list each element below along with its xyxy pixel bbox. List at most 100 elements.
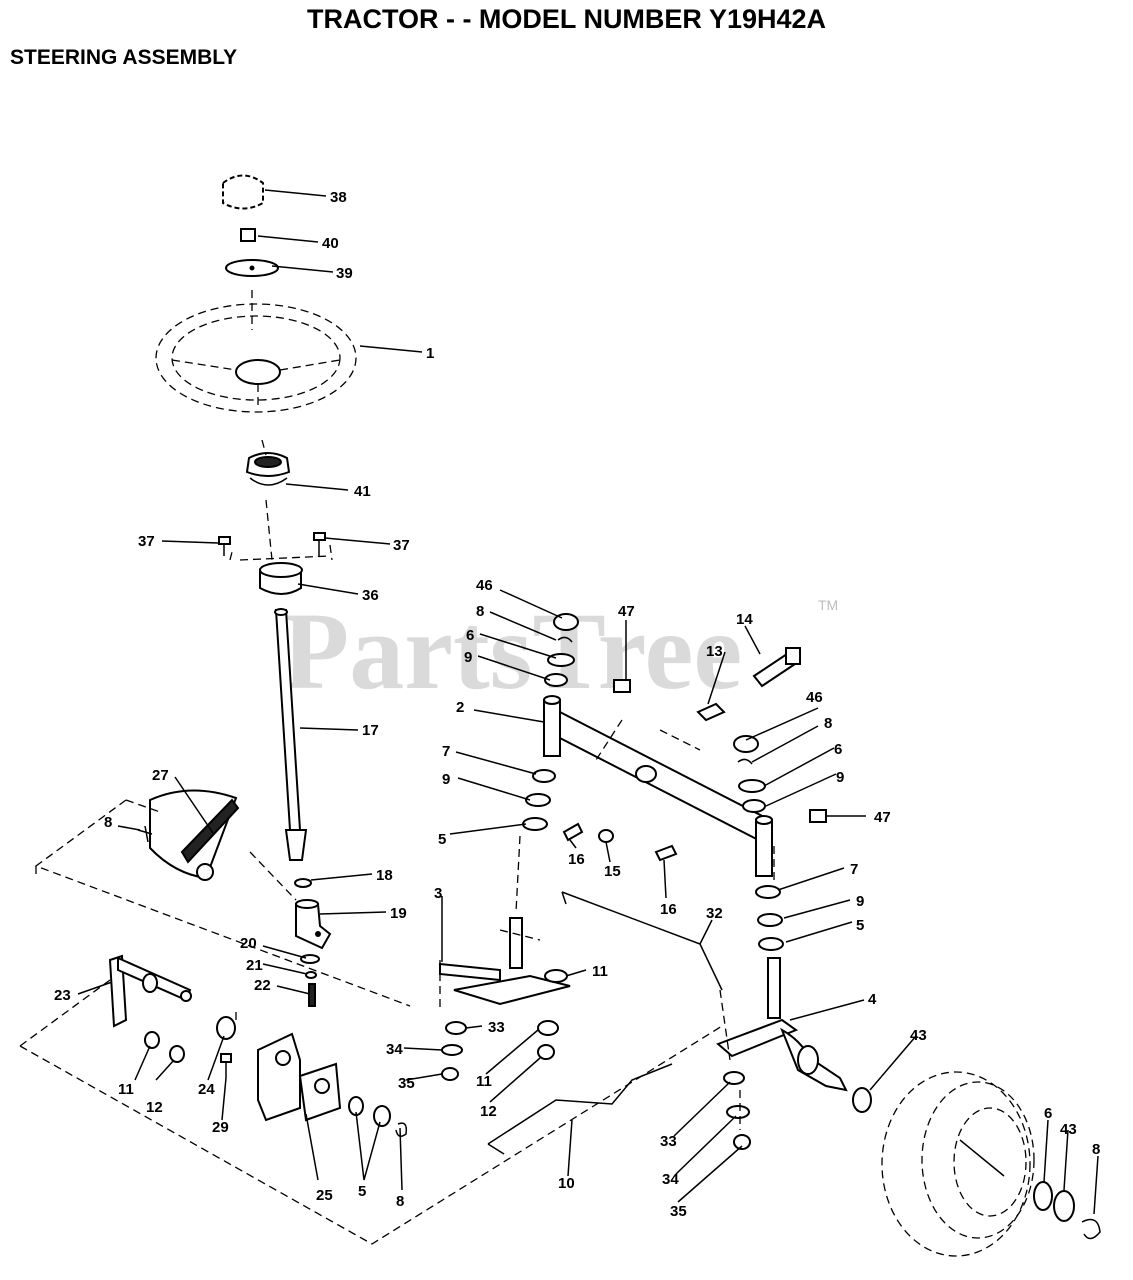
callout-40: 40 [322, 235, 339, 252]
callout-11-upper: 11 [592, 963, 608, 980]
bolt-37-left [218, 536, 231, 556]
callout-14: 14 [736, 611, 753, 628]
bolt-22 [308, 983, 316, 1007]
washer-7-left [532, 769, 556, 783]
washer-11-upper [544, 969, 568, 983]
callout-22: 22 [254, 977, 271, 994]
spindle-4 [716, 957, 848, 1092]
callout-6-left: 6 [466, 627, 474, 644]
washer-9-right-lower [757, 913, 783, 927]
cap-46-left [553, 613, 579, 631]
washer-33-right [723, 1071, 745, 1085]
callout-3: 3 [434, 885, 442, 902]
watermark-trademark: TM [818, 597, 838, 613]
steering-cap-38 [222, 174, 264, 210]
callout-10: 10 [558, 1175, 575, 1192]
callout-24: 24 [198, 1081, 215, 1098]
pivot-arm-23 [108, 954, 192, 1028]
callout-33-right: 33 [660, 1133, 677, 1150]
callout-39: 39 [336, 265, 353, 282]
washer-33-left [445, 1021, 467, 1035]
washer-18 [294, 878, 312, 888]
callout-21: 21 [246, 957, 263, 974]
callout-12-mid: 12 [480, 1103, 497, 1120]
washer-9-left [544, 673, 568, 687]
column-bushing-36 [229, 544, 333, 595]
nut-11-mid [537, 1020, 559, 1036]
steering-adapter-41 [245, 452, 291, 486]
washer-6-right [738, 779, 766, 793]
callout-34-left: 34 [386, 1041, 403, 1058]
tie-rod-10 [487, 1063, 673, 1155]
cap-46-right [733, 735, 759, 753]
callout-47-right: 47 [874, 809, 891, 826]
nut-15 [598, 829, 614, 843]
nut-11-left [144, 1031, 160, 1049]
pin-16-left [562, 822, 584, 842]
callout-13: 13 [706, 643, 723, 660]
steering-shaft-17 [274, 608, 308, 861]
grease-fitting-47-left [613, 679, 631, 693]
callout-46-left: 46 [476, 577, 493, 594]
callout-2: 2 [456, 699, 464, 716]
callout-16-right: 16 [660, 901, 677, 918]
nut-35-left [441, 1067, 459, 1081]
callout-11-left: 11 [118, 1081, 134, 1098]
callout-19: 19 [390, 905, 407, 922]
callout-25: 25 [316, 1187, 333, 1204]
callout-32: 32 [706, 905, 723, 922]
callout-34-right: 34 [662, 1171, 679, 1188]
washers-5-bracket [348, 1096, 391, 1127]
callout-5-right-lower: 5 [856, 917, 864, 934]
nut-21 [305, 971, 317, 979]
callout-33-left: 33 [488, 1019, 505, 1036]
callout-37-right: 37 [393, 537, 410, 554]
bolt-29 [220, 1053, 232, 1078]
washer-43-axle [852, 1087, 872, 1113]
callout-7-left: 7 [442, 743, 450, 760]
front-axle-main [543, 695, 773, 877]
callout-11-mid: 11 [476, 1073, 492, 1090]
callout-46-right: 46 [806, 689, 823, 706]
washer-12-mid [537, 1044, 555, 1060]
callout-9-right: 9 [836, 769, 844, 786]
clip-8-right [737, 758, 753, 765]
section-subtitle: STEERING ASSEMBLY [10, 46, 238, 69]
callout-43-axle: 43 [910, 1027, 927, 1044]
front-wheel [881, 1071, 1035, 1257]
callout-16-left: 16 [568, 851, 585, 868]
steering-washer-39 [225, 259, 279, 277]
washer-5-right-lower [758, 937, 784, 951]
callout-8-gear: 8 [104, 814, 112, 831]
bracket-25 [257, 1032, 342, 1122]
grease-fitting-47-right [809, 809, 827, 823]
washer-43-wheel [1053, 1190, 1075, 1222]
washer-34-left [441, 1044, 463, 1056]
callout-8-wheel: 8 [1092, 1141, 1100, 1158]
callout-8-left: 8 [476, 603, 484, 620]
callout-41: 41 [354, 483, 371, 500]
callout-5-left-lower: 5 [438, 831, 446, 848]
callout-9-left: 9 [464, 649, 472, 666]
callout-5-bracket: 5 [358, 1183, 366, 1200]
callout-47-left: 47 [618, 603, 635, 620]
watermark-text: PartsTree [282, 590, 742, 712]
callout-37-left: 37 [138, 533, 155, 550]
sector-frame-dashes [19, 799, 723, 1245]
bushing-13 [696, 702, 726, 722]
washer-9-left-lower [525, 793, 551, 807]
washer-9-right [742, 799, 766, 813]
callout-15: 15 [604, 863, 621, 880]
callout-35-right: 35 [670, 1203, 687, 1220]
washer-12-left [169, 1045, 185, 1063]
clip-8-bracket [395, 1122, 408, 1137]
callout-36: 36 [362, 587, 379, 604]
washer-34-right [726, 1105, 750, 1119]
callout-18: 18 [376, 867, 393, 884]
steering-bearing-19 [295, 899, 332, 950]
leader-lines [77, 189, 1099, 1215]
page-title: TRACTOR - - MODEL NUMBER Y19H42A [306, 4, 827, 34]
bolt-14 [752, 647, 801, 688]
pin-16-right [654, 844, 678, 862]
callout-8-bracket: 8 [396, 1193, 404, 1210]
